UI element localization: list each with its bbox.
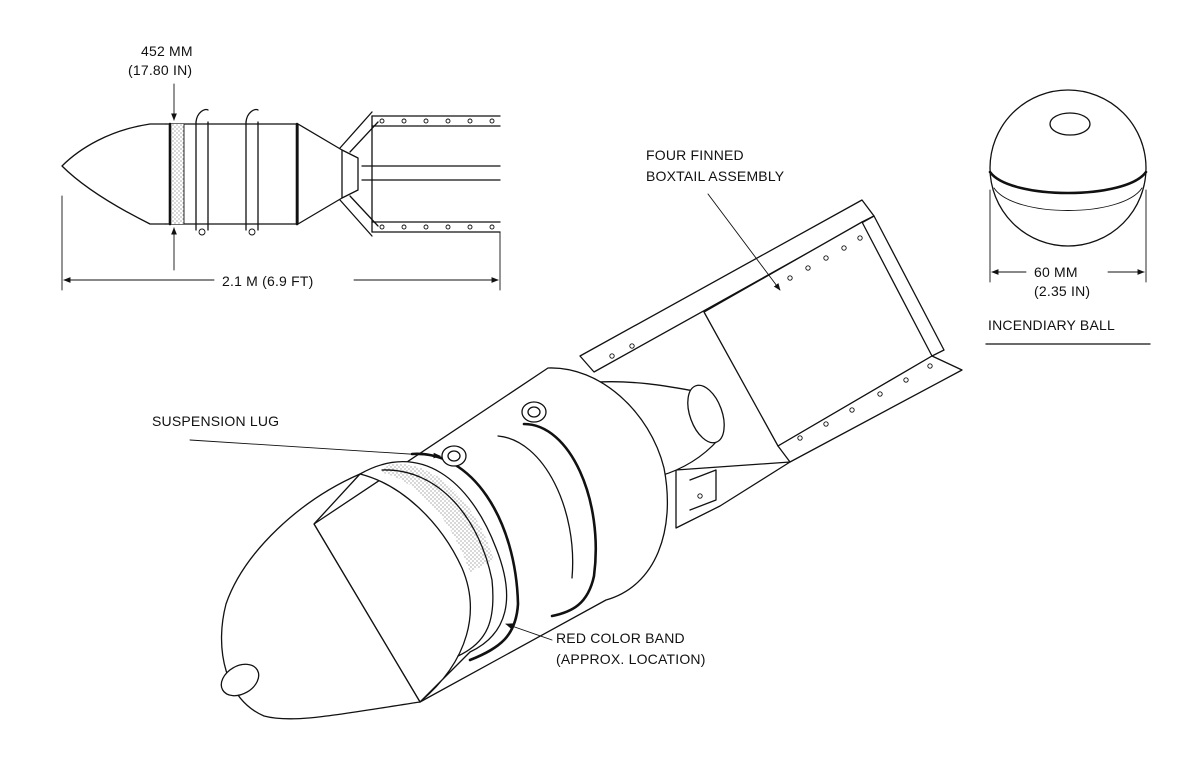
ball-mm-label: 60 MM [1034, 264, 1078, 280]
length-label: 2.1 M (6.9 FT) [222, 273, 313, 289]
diameter-mm-label: 452 MM [141, 43, 193, 59]
side-view [61, 83, 501, 291]
band-label: RED COLOR BAND [556, 630, 685, 646]
boxtail-upper-fin [579, 199, 945, 447]
ball-in-label: (2.35 IN) [1034, 283, 1090, 299]
diameter-in-label: (17.80 IN) [128, 62, 192, 78]
ball-name-label: INCENDIARY BALL [988, 317, 1115, 333]
fins-label-2: BOXTAIL ASSEMBLY [646, 168, 785, 184]
iso-view [189, 193, 963, 720]
fins-label: FOUR FINNED [646, 147, 744, 163]
boxtail-lower-fin [675, 355, 963, 529]
band-label-2: (APPROX. LOCATION) [556, 651, 706, 667]
lug-label: SUSPENSION LUG [152, 413, 279, 429]
incendiary-ball [985, 89, 1151, 345]
side-rivets [379, 118, 495, 230]
